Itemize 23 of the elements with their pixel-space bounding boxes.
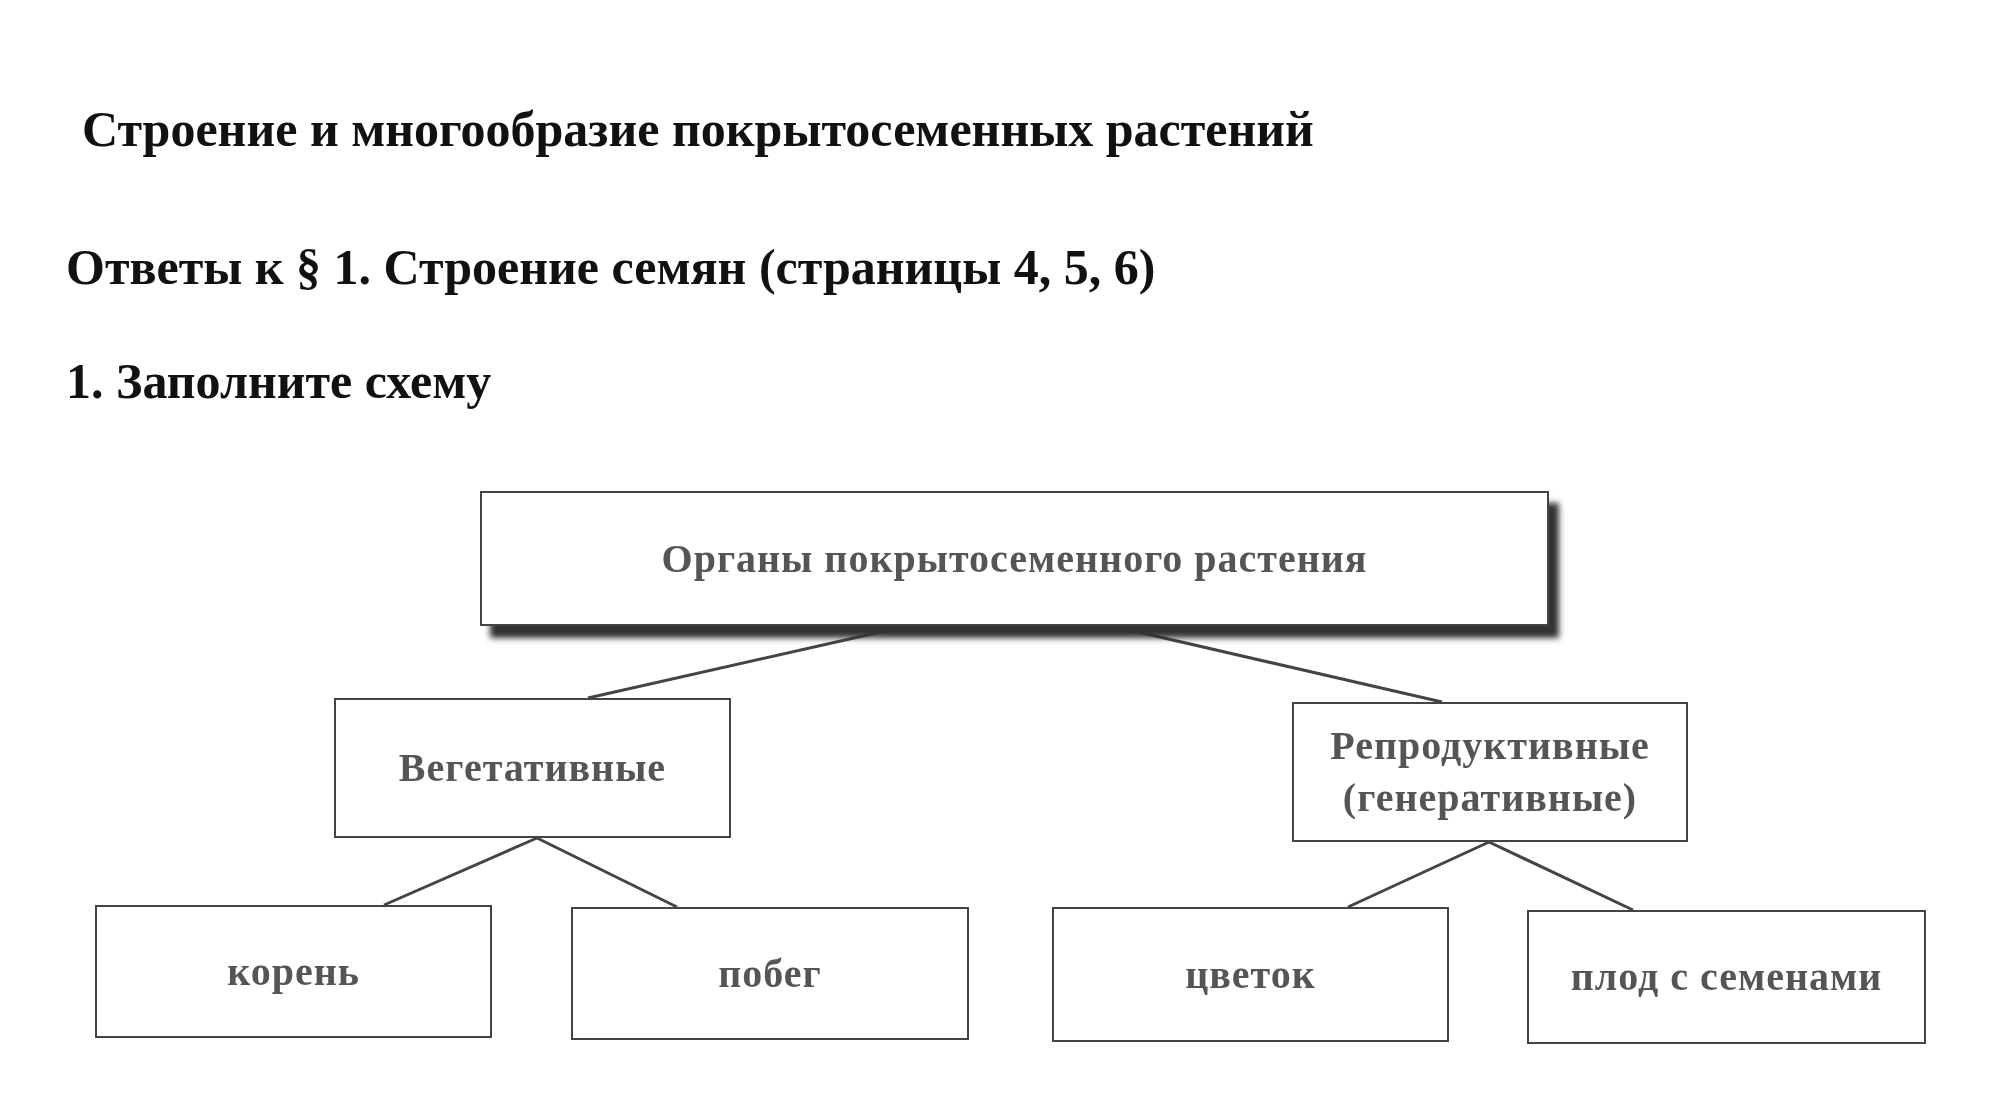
box-label: плод с семенами: [1570, 953, 1883, 1001]
box: [571, 907, 969, 1040]
box: [1527, 910, 1926, 1044]
connector-line: [587, 624, 908, 700]
box: [1052, 907, 1449, 1042]
box: [1292, 702, 1688, 842]
task-text: 1. Заполните схему: [66, 352, 492, 410]
connector-line: [536, 836, 678, 909]
box-label: Репродуктивные (генеративные): [1329, 722, 1651, 822]
connector-line: [1111, 624, 1443, 704]
connector-line: [1347, 840, 1490, 909]
title: Строение и многообразие покрытосеменных растений: [82, 100, 1314, 158]
box-label: цветок: [1185, 950, 1316, 999]
connector-line: [1488, 840, 1634, 912]
box-label: Органы покрытосеменного растения: [661, 534, 1368, 583]
heading: Ответы к § 1. Строение семян (страницы 4, 5, 6): [66, 238, 1156, 296]
box-label: корень: [227, 947, 360, 996]
box-label: побег: [718, 949, 822, 998]
box: [480, 491, 1549, 626]
box-label: Вегетативные: [398, 744, 667, 792]
box: [95, 905, 492, 1038]
box: [334, 698, 731, 838]
connector-line: [383, 836, 538, 907]
